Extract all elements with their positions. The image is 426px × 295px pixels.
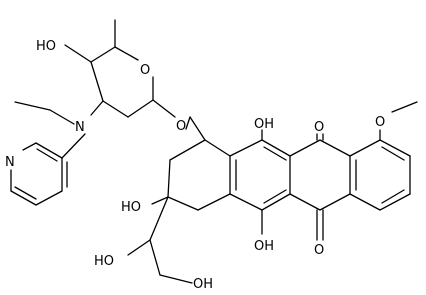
bond (149, 196, 169, 241)
bond (151, 196, 169, 205)
bond (185, 116, 191, 130)
ring-d (349, 101, 418, 211)
bond (349, 193, 381, 211)
ring-a (167, 116, 231, 211)
bond (61, 133, 86, 159)
bond (379, 139, 411, 157)
bond (114, 46, 139, 61)
label-sugar-hydroxyl: HO (36, 39, 56, 54)
bond (189, 116, 206, 141)
bond (14, 186, 37, 200)
bond (167, 159, 171, 198)
label-amine-nitrogen: N (75, 120, 85, 135)
bond (319, 139, 351, 157)
bond (261, 139, 291, 157)
bond (381, 146, 405, 161)
bond (319, 193, 351, 211)
label-methoxy-oxygen: O (375, 115, 385, 130)
ring-c (289, 133, 351, 241)
bond (127, 99, 154, 118)
bond (36, 148, 58, 162)
bond (90, 46, 116, 63)
label-quinone-oxygen-upper: O (314, 120, 324, 135)
bond (102, 100, 129, 118)
label-primary-hydroxyl: OH (193, 277, 213, 292)
label-side-chain-hydroxyl: HO (94, 254, 114, 269)
bond (35, 142, 63, 159)
label-quinone-oxygen-lower: O (314, 243, 324, 258)
bond (159, 274, 193, 284)
bond (169, 139, 206, 161)
label-tertiary-hydroxyl: HO (121, 200, 141, 215)
bond (64, 44, 92, 63)
bond (22, 142, 37, 151)
bond (49, 109, 75, 125)
label-phenol-upper: OH (254, 117, 274, 132)
bond (35, 190, 63, 206)
bond (289, 139, 321, 157)
bond (127, 239, 151, 256)
bond (263, 189, 287, 204)
bond (229, 193, 263, 211)
bond (14, 101, 51, 111)
bond (90, 100, 104, 116)
bond (152, 99, 176, 118)
label-glycosidic-oxygen: O (176, 119, 186, 134)
bond (289, 193, 321, 211)
bond (10, 190, 37, 206)
sugar-ring (64, 19, 176, 118)
label-ring-oxygen: O (140, 63, 150, 78)
label-phenol-lower: OH (254, 239, 274, 254)
bond (197, 193, 231, 211)
bond (149, 239, 161, 276)
bond (379, 193, 411, 211)
ring-b (229, 129, 291, 235)
bond (90, 61, 104, 102)
pyridine-ring (10, 142, 68, 206)
bond (229, 139, 263, 157)
bond (381, 189, 405, 204)
side-chain (127, 196, 193, 284)
label-pyridine-nitrogen: N (5, 155, 15, 170)
bond (263, 146, 287, 161)
bond (391, 101, 418, 113)
bond (349, 139, 381, 157)
bond (204, 139, 231, 157)
bond (167, 196, 199, 211)
amine-group (14, 101, 86, 159)
bond (261, 193, 291, 211)
